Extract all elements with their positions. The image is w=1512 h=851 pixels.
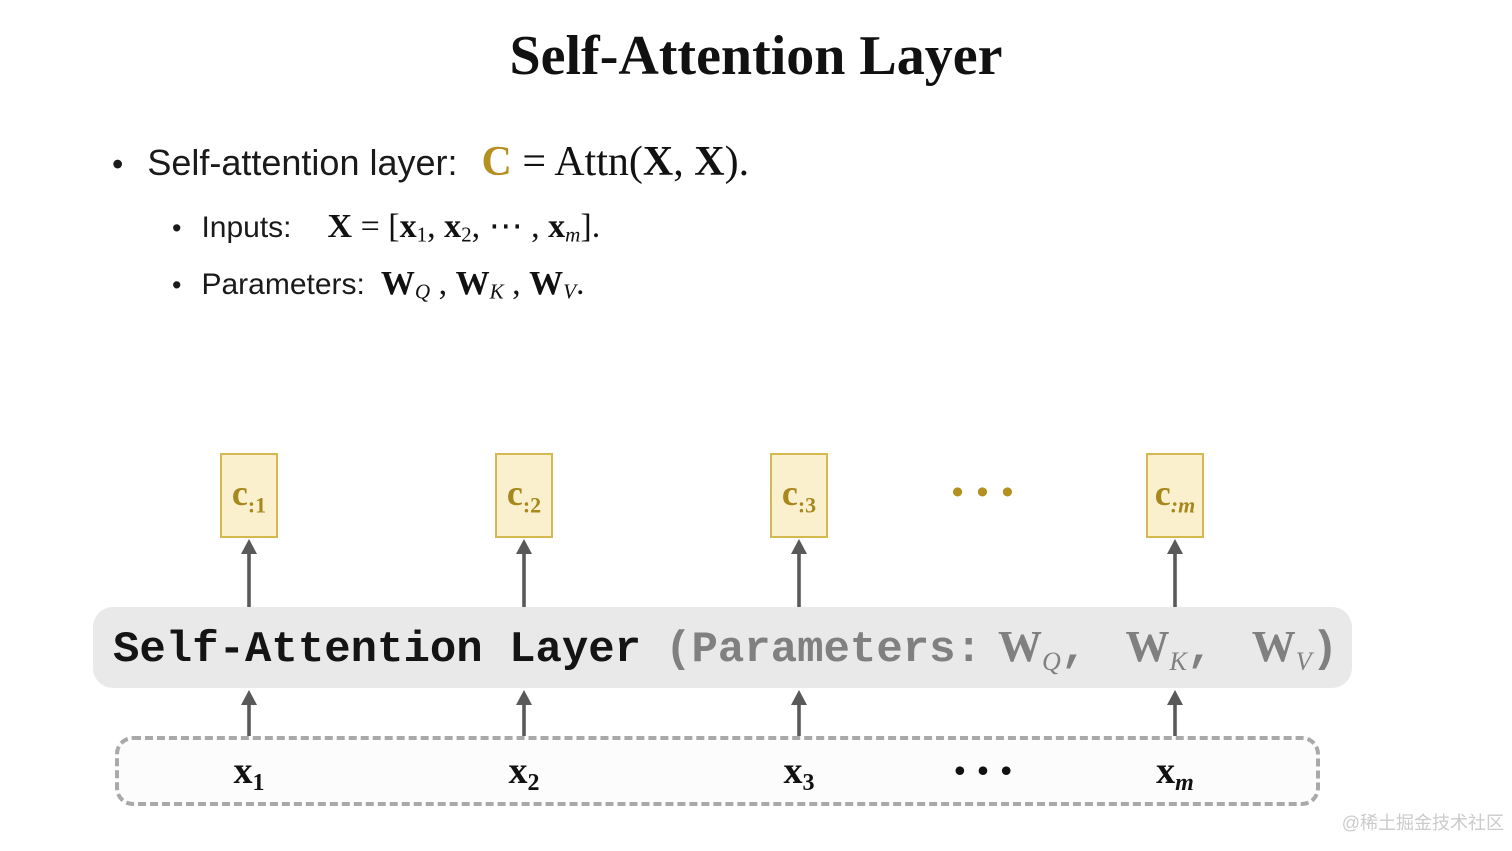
math-token: = Attn( [511, 139, 643, 185]
math-token: W [529, 265, 564, 302]
math-token: , ⋯ , [471, 208, 549, 245]
bullet-self-attention-layer: • Self-attention layer: C = Attn(X, X). [112, 138, 749, 186]
bullet-parameters-label: Parameters: [201, 268, 365, 301]
math-token: Q [414, 279, 431, 304]
input-label-base: x [233, 750, 253, 792]
output-box-2: c:2 [495, 453, 553, 538]
math-token: C [481, 139, 512, 185]
math-token: 2 [461, 222, 472, 247]
math-token: , [427, 208, 445, 245]
bullet-parameters: • Parameters: WQ , WK , WV. [172, 265, 585, 305]
arrow-up [1167, 539, 1183, 607]
math-token: x [548, 208, 566, 245]
banner-layer-name: Self-Attention Layer [113, 625, 642, 675]
bullet-marker: • [172, 213, 182, 243]
banner-parameters-label: (Parameters: [665, 625, 982, 675]
input-label-subscript: m [1175, 770, 1194, 797]
math-token: X [327, 208, 353, 245]
bullet-main-label: Self-attention layer: [147, 142, 458, 183]
arrow-up [791, 539, 807, 607]
input-label-base: x [508, 750, 528, 792]
output-box-label: c:1 [231, 472, 267, 518]
bullet-marker: • [172, 270, 182, 300]
banner-close-paren: ) [1311, 625, 1338, 675]
formula-attn: C = Attn(X, X). [482, 138, 750, 186]
math-token: = [ [352, 208, 400, 245]
math-token: X [694, 139, 725, 185]
formula-parameters: WQ , WK , WV. [381, 265, 585, 305]
input-label-x3: x3 [784, 749, 815, 797]
math-token: m [565, 222, 581, 247]
output-box-label: c:2 [506, 472, 542, 518]
input-label-base: x [1156, 750, 1176, 792]
weight-symbol: W [997, 622, 1042, 671]
output-box-1: c:1 [220, 453, 278, 538]
input-label-base: x [783, 750, 803, 792]
math-token: x [444, 208, 462, 245]
output-ellipsis: ••• [951, 474, 1027, 511]
input-label-subscript: 2 [527, 770, 540, 797]
weight-subscript: Q [1041, 647, 1061, 677]
input-label-subscript: 3 [802, 770, 815, 797]
math-token: K [489, 279, 504, 304]
output-box-m: c:m [1146, 453, 1204, 538]
weight-separator: , [1060, 625, 1114, 675]
output-box-subscript: :1 [247, 492, 267, 518]
weight-symbol: W [1125, 622, 1170, 671]
bullet-inputs: • Inputs: X = [x1, x2, ⋯ , xm]. [172, 206, 600, 248]
math-token: W [380, 265, 415, 302]
weight-subscript: K [1169, 647, 1187, 677]
arrow-up [241, 539, 257, 607]
output-box-subscript: :3 [797, 492, 817, 518]
math-token: X [642, 139, 674, 185]
math-token: . [576, 265, 585, 302]
input-label-x1: x1 [234, 749, 265, 797]
input-label-x2: x2 [509, 749, 540, 797]
weight-subscript: V [1295, 647, 1312, 677]
input-sequence-box [115, 736, 1320, 806]
page-title: Self-Attention Layer [509, 25, 1003, 87]
arrow-up [516, 539, 532, 607]
math-token: , [430, 265, 456, 302]
bullet-inputs-label: Inputs: [201, 211, 292, 244]
weight-separator: , [1186, 625, 1240, 675]
math-token: 1 [416, 222, 428, 247]
output-box-subscript: :m [1170, 492, 1196, 518]
math-token: ]. [580, 208, 601, 245]
math-token: , [503, 265, 530, 302]
output-box-label: c:3 [781, 472, 817, 518]
math-token: , [673, 139, 695, 185]
output-box-subscript: :2 [522, 492, 542, 518]
banner-weight-list: WQ, WK, WV) [998, 621, 1338, 678]
weight-symbol: W [1251, 622, 1296, 671]
output-box-3: c:3 [770, 453, 828, 538]
input-label-subscript: 1 [252, 770, 265, 797]
math-token: V [563, 279, 577, 304]
input-ellipsis: ••• [954, 752, 1024, 788]
input-label-xm: xm [1156, 749, 1194, 797]
math-token: W [455, 265, 490, 302]
output-box-label: c:m [1154, 472, 1196, 518]
self-attention-layer-banner: Self-Attention Layer (Parameters: WQ, WK… [93, 607, 1352, 688]
bullet-marker: • [112, 146, 124, 182]
formula-inputs: X = [x1, x2, ⋯ , xm]. [328, 206, 601, 248]
watermark: @稀土掘金技术社区 [1341, 813, 1504, 833]
math-token: x [399, 208, 417, 245]
math-token: ). [724, 139, 750, 185]
